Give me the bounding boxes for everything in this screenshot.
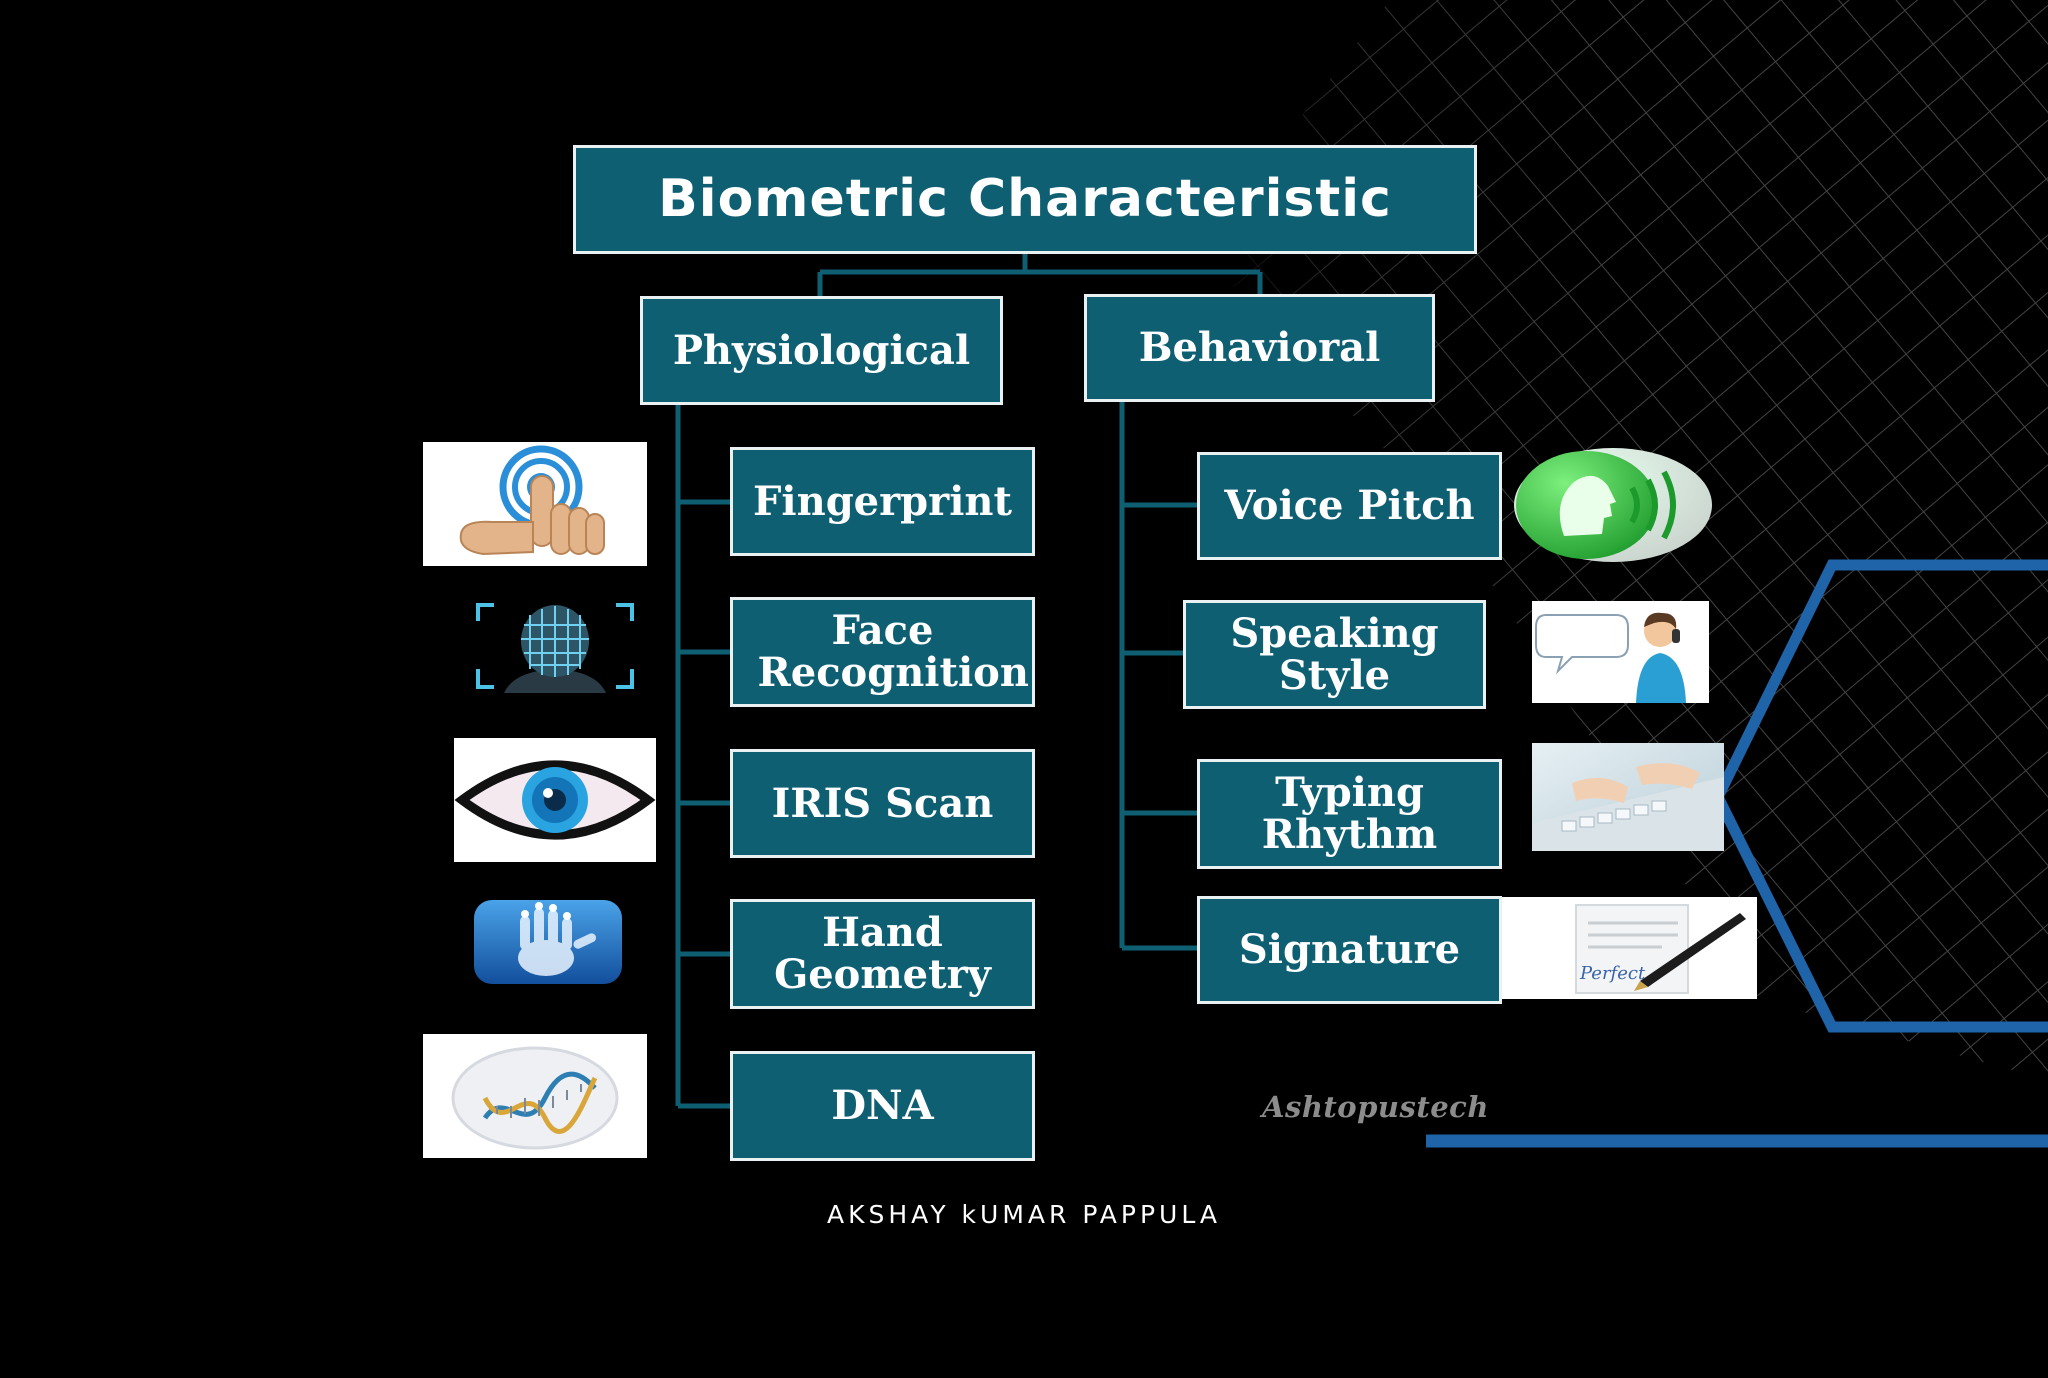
item-typing-rhythm: Typing Rhythm [1197, 759, 1502, 869]
item-label: Signature [1238, 926, 1461, 973]
item-label: Face Recognition [757, 607, 1029, 696]
item-signature: Signature [1197, 896, 1502, 1004]
item-label: Voice Pitch [1224, 482, 1475, 529]
dna-icon [423, 1034, 647, 1158]
hand-scan-icon [472, 898, 624, 986]
category-behavioral: Behavioral [1084, 294, 1435, 402]
person-talking-icon [1532, 601, 1709, 703]
typing-hands-icon [1532, 743, 1724, 851]
item-label: Hand Geometry [774, 909, 991, 998]
item-voice-pitch: Voice Pitch [1197, 452, 1502, 560]
eye-icon [454, 738, 656, 862]
face-scan-icon [474, 603, 636, 693]
item-label: IRIS Scan [771, 779, 994, 827]
pen-signature-icon: Perfect [1502, 897, 1757, 999]
item-hand-geometry: Hand Geometry [730, 899, 1035, 1009]
item-face-recognition: Face Recognition [730, 597, 1035, 707]
category-label: Physiological [672, 326, 971, 374]
category-physiological: Physiological [640, 296, 1003, 405]
signature-text: Perfect [1579, 963, 1646, 984]
watermark-text: Ashtopustech [1262, 1090, 1489, 1124]
title-box: Biometric Characteristic [573, 145, 1477, 254]
author-name: AKSHAY kUMAR PAPPULA [827, 1200, 1221, 1229]
fingerprint-touch-icon [423, 442, 647, 566]
item-label: DNA [831, 1082, 934, 1129]
item-fingerprint: Fingerprint [730, 447, 1035, 556]
category-label: Behavioral [1138, 324, 1381, 371]
item-speaking-style: Speaking Style [1183, 600, 1486, 709]
voice-speaker-icon [1512, 446, 1714, 564]
item-iris-scan: IRIS Scan [730, 749, 1035, 858]
item-label: Speaking Style [1230, 609, 1439, 699]
item-dna: DNA [730, 1051, 1035, 1161]
item-label: Typing Rhythm [1261, 769, 1438, 858]
diagram-title: Biometric Characteristic [658, 169, 1392, 230]
item-label: Fingerprint [753, 477, 1012, 525]
